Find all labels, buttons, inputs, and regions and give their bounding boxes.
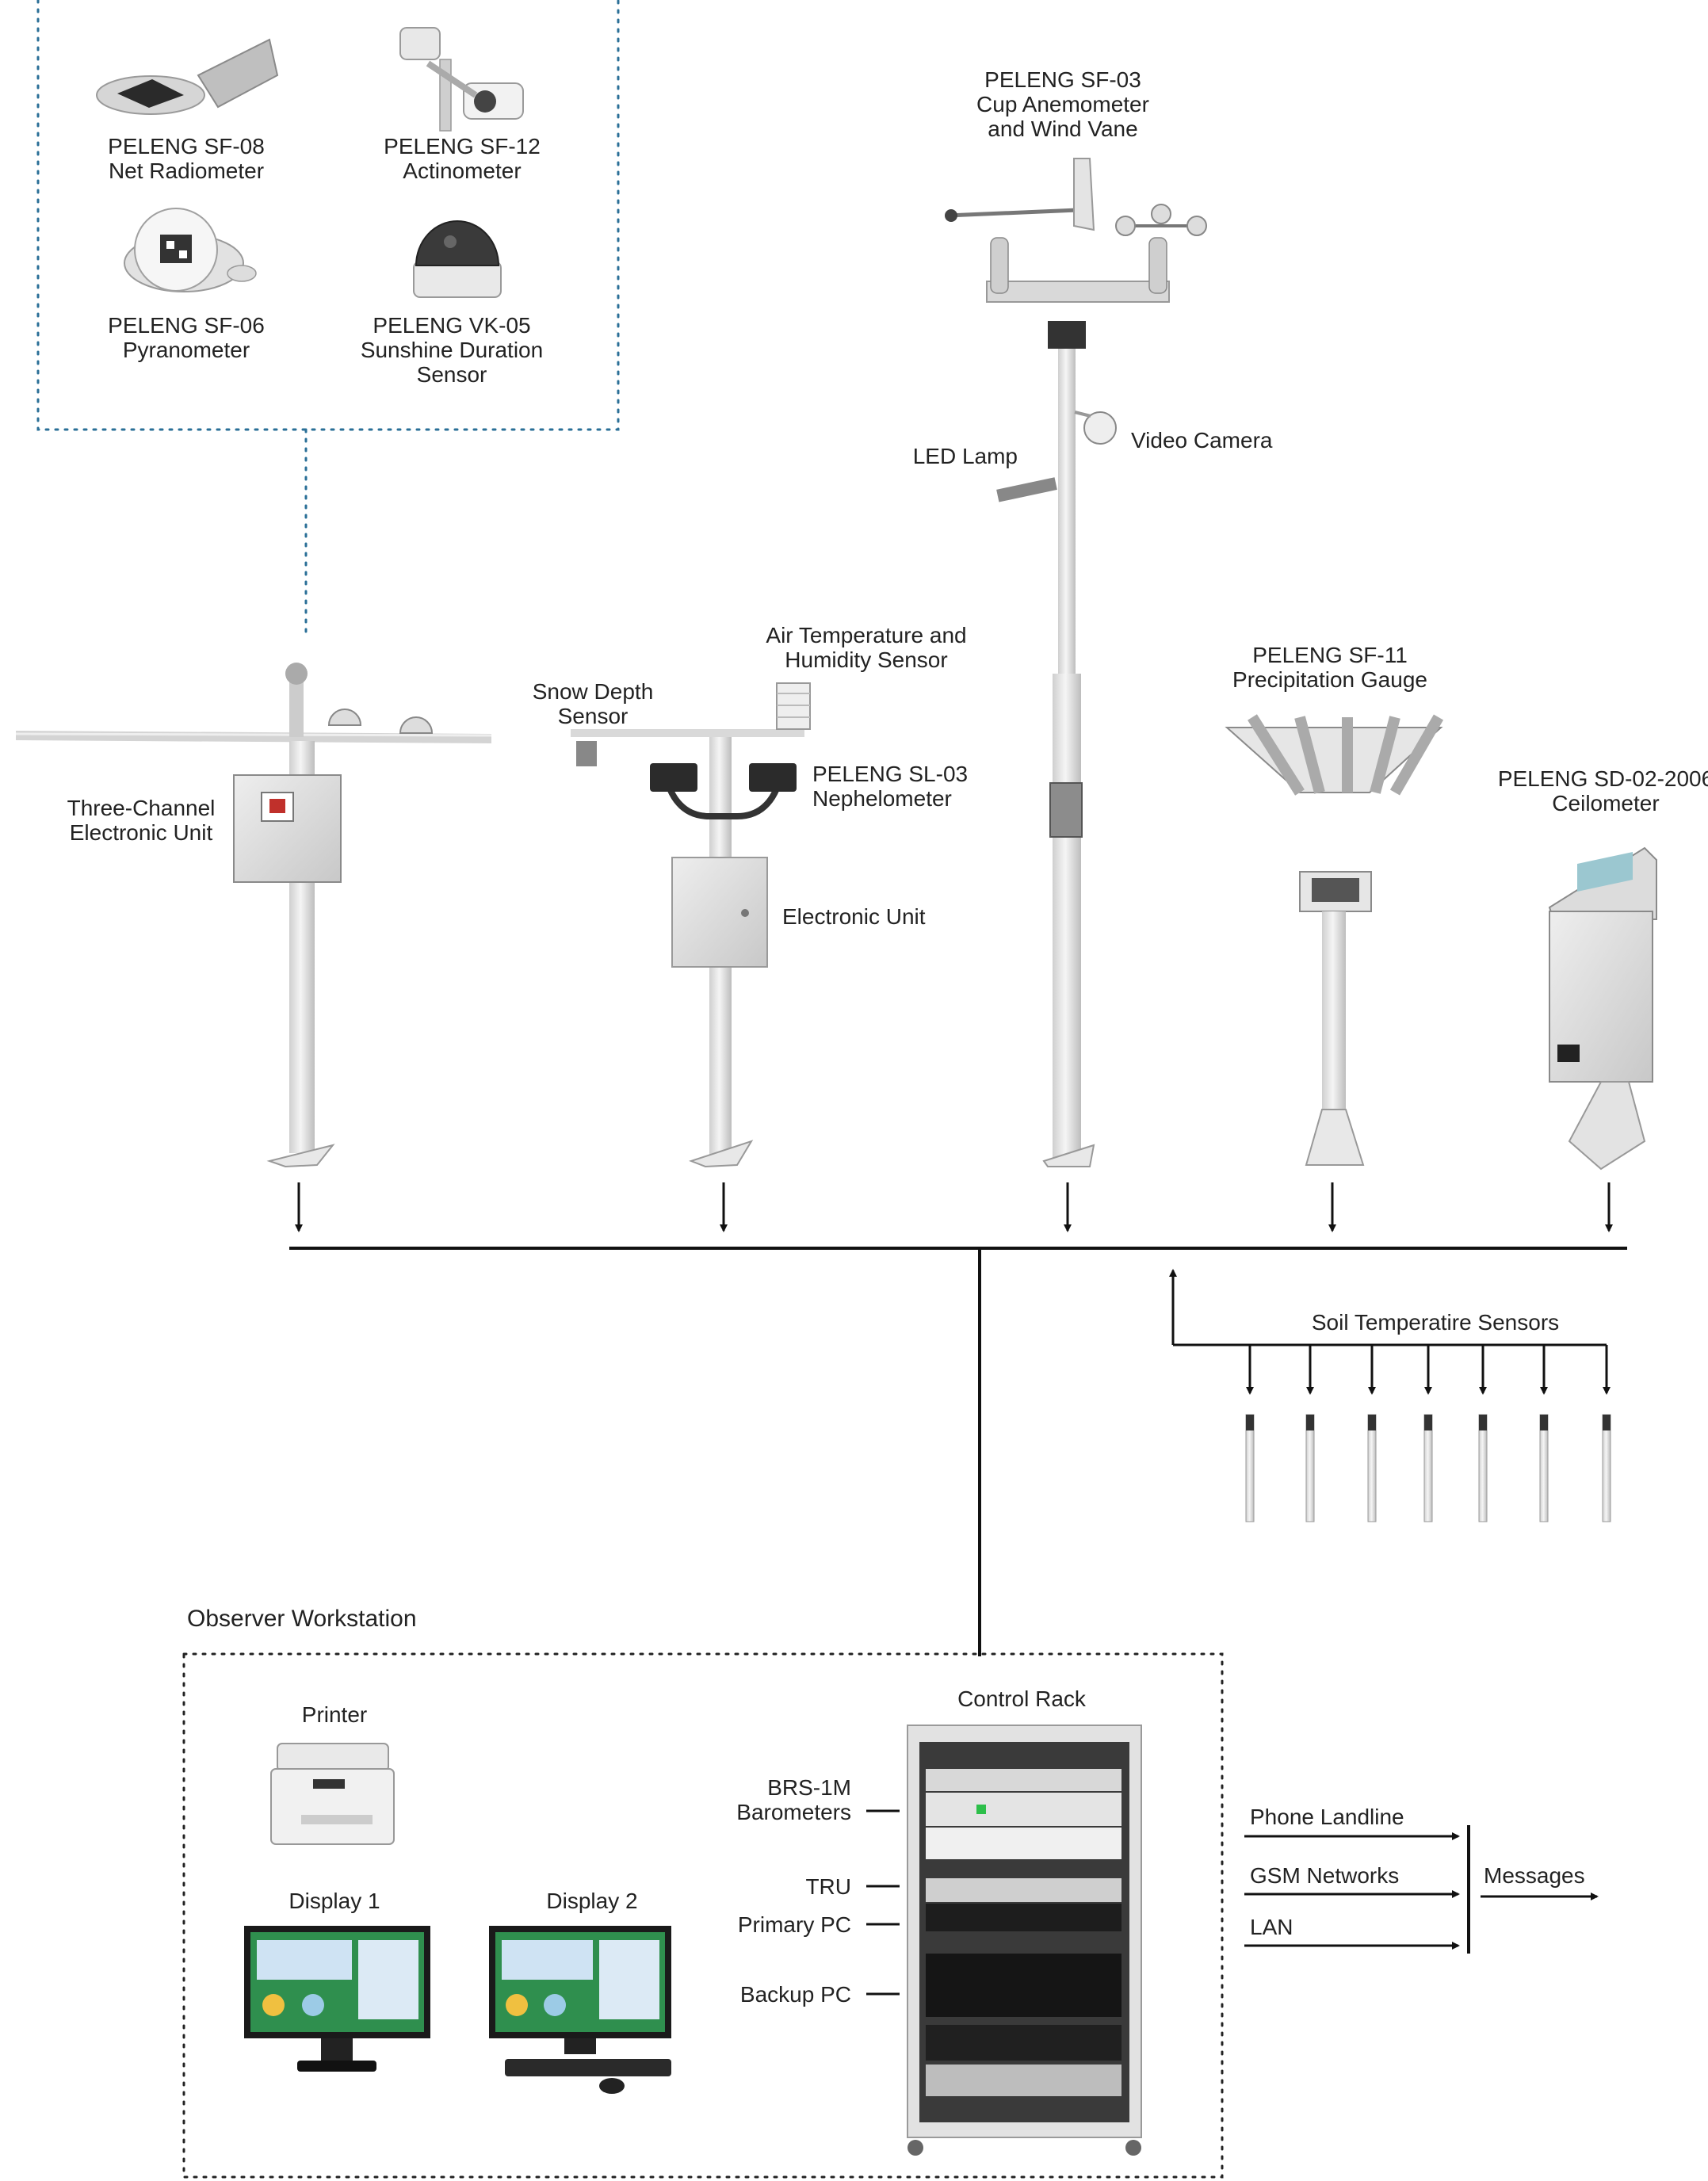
- barometers-line2: Barometers: [736, 1800, 851, 1824]
- ceilometer-model: PELENG SD-02-2006: [1497, 766, 1708, 791]
- sunshine-sensor-model: PELENG VK-05: [373, 313, 531, 338]
- barometers-label: BRS-1M Barometers: [736, 1775, 851, 1824]
- precipitation-gauge-name: Precipitation Gauge: [1232, 667, 1427, 692]
- printer-icon: [270, 1743, 395, 1845]
- sunshine-sensor-label: PELENG VK-05 Sunshine Duration Sensor: [361, 313, 543, 387]
- comms-lines: [1244, 1825, 1599, 1954]
- wind-mast: [945, 158, 1207, 1167]
- soil-sensor-probes: [1245, 1414, 1611, 1522]
- workstation-title: Observer Workstation: [187, 1606, 417, 1632]
- rack-item-pointers: [866, 1809, 900, 1996]
- video-camera-label: Video Camera: [1131, 428, 1273, 453]
- three-channel-label: Three-Channel Electronic Unit: [67, 796, 216, 845]
- wind-sensor-line2: Cup Anemometer: [976, 92, 1149, 116]
- primary-pc-label: Primary PC: [737, 1912, 851, 1937]
- display-2-icon: [489, 1926, 671, 2094]
- gsm-networks-label: GSM Networks: [1250, 1863, 1400, 1888]
- electronic-unit-label: Electronic Unit: [782, 904, 926, 929]
- display-1-label: Display 1: [288, 1889, 380, 1913]
- soil-sensor-wiring: [1169, 1269, 1611, 1395]
- backup-pc-label: Backup PC: [739, 1982, 851, 2007]
- snow-depth-line2: Sensor: [557, 704, 629, 728]
- sunshine-sensor-line3: Sensor: [416, 362, 487, 387]
- control-rack-label: Control Rack: [957, 1686, 1086, 1711]
- snow-depth-label: Snow Depth Sensor: [533, 679, 654, 728]
- nephelometer-label: PELENG SL-03 Nephelometer: [812, 762, 968, 811]
- nephelometer-mast: [571, 682, 811, 1168]
- ceilometer-label: PELENG SD-02-2006 Ceilometer: [1498, 766, 1708, 815]
- air-temp-line1: Air Temperature and: [766, 623, 967, 647]
- air-temp-line2: Humidity Sensor: [785, 647, 948, 672]
- air-temp-label: Air Temperature and Humidity Sensor: [766, 623, 966, 672]
- wind-sensor-line3: and Wind Vane: [988, 116, 1138, 141]
- soil-sensors-label: Soil Temperatire Sensors: [1311, 1310, 1560, 1335]
- lan-label: LAN: [1250, 1915, 1293, 1939]
- control-rack-icon: [907, 1725, 1142, 2156]
- net-radiometer-model: PELENG SF-08: [108, 134, 265, 159]
- pyranometer-icon: [124, 208, 257, 292]
- phone-landline-label: Phone Landline: [1250, 1805, 1404, 1829]
- led-lamp-label: LED Lamp: [912, 444, 1018, 468]
- wind-sensor-model: PELENG SF-03: [984, 67, 1141, 92]
- pyranometer-model: PELENG SF-06: [108, 313, 265, 338]
- tru-label: TRU: [805, 1874, 851, 1899]
- precipitation-gauge-model: PELENG SF-11: [1252, 643, 1408, 667]
- pyranometer-name: Pyranometer: [122, 338, 250, 362]
- sunshine-sensor-line2: Sunshine Duration: [360, 338, 544, 362]
- three-channel-mast: [15, 663, 492, 1168]
- barometers-line1: BRS-1M: [767, 1775, 851, 1800]
- messages-label: Messages: [1484, 1863, 1585, 1888]
- sensor-bus: [289, 1182, 1627, 1656]
- snow-depth-line1: Snow Depth: [532, 679, 654, 704]
- actinometer-name: Actinometer: [403, 159, 522, 183]
- pyranometer-label: PELENG SF-06 Pyranometer: [108, 313, 265, 362]
- actinometer-model: PELENG SF-12: [384, 134, 541, 159]
- display-2-label: Display 2: [546, 1889, 638, 1913]
- display-1-icon: [244, 1926, 430, 2072]
- nephelometer-name: Nephelometer: [812, 786, 952, 811]
- ceilometer: [1548, 846, 1657, 1171]
- precipitation-gauge: [1225, 714, 1444, 1166]
- precipitation-gauge-label: PELENG SF-11 Precipitation Gauge: [1232, 643, 1427, 692]
- printer-label: Printer: [301, 1702, 368, 1727]
- net-radiometer-icon: [96, 38, 279, 115]
- radiation-group-box: [36, 0, 620, 636]
- wind-sensor-label: PELENG SF-03 Cup Anemometer and Wind Van…: [976, 67, 1149, 141]
- ceilometer-name: Ceilometer: [1552, 791, 1660, 815]
- three-channel-line2: Electronic Unit: [69, 820, 213, 845]
- net-radiometer-label: PELENG SF-08 Net Radiometer: [108, 134, 265, 183]
- sunshine-sensor-icon: [413, 220, 502, 298]
- three-channel-line1: Three-Channel: [67, 796, 216, 820]
- actinometer-icon: [399, 27, 524, 132]
- actinometer-label: PELENG SF-12 Actinometer: [384, 134, 541, 183]
- net-radiometer-name: Net Radiometer: [108, 159, 265, 183]
- nephelometer-model: PELENG SL-03: [812, 762, 969, 786]
